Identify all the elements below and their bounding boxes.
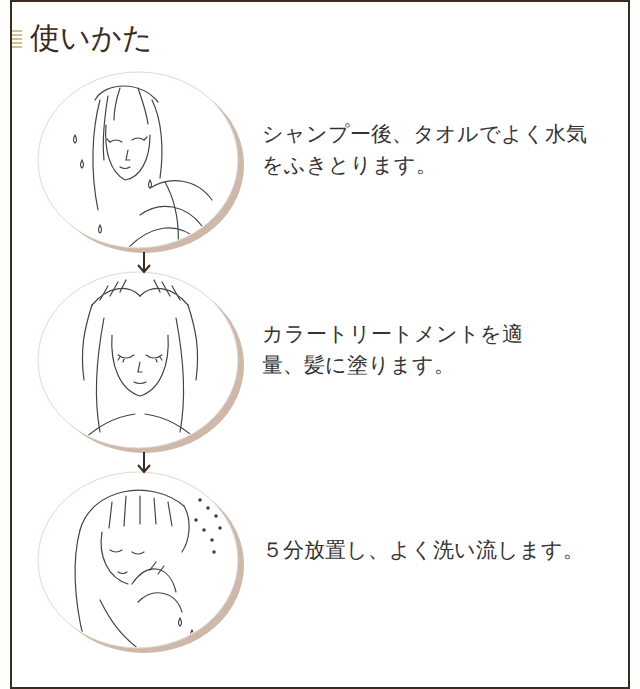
- applying-figure: [78, 280, 202, 445]
- step-instruction: カラートリートメントを適量、髪に塗ります。: [262, 319, 564, 381]
- step-instruction: シャンプー後、タオルでよく水気をふきとります。: [262, 119, 594, 181]
- rinsing-figure: [75, 489, 229, 650]
- title-icon: [12, 31, 22, 47]
- step-node: シャンプー後、タオルでよく水気をふきとります。: [38, 72, 242, 252]
- flow-arrow: [138, 452, 150, 472]
- step-node: カラートリートメントを適量、髪に塗ります。: [38, 272, 242, 452]
- step-instruction: ５分放置し、よく洗い流します。: [262, 535, 607, 566]
- towel-figure: [74, 86, 213, 250]
- flow-arrow: [138, 252, 150, 272]
- step-node: ５分放置し、よく洗い流します。: [38, 472, 242, 652]
- step-circle: [38, 72, 244, 653]
- title: 使いかた: [30, 18, 153, 58]
